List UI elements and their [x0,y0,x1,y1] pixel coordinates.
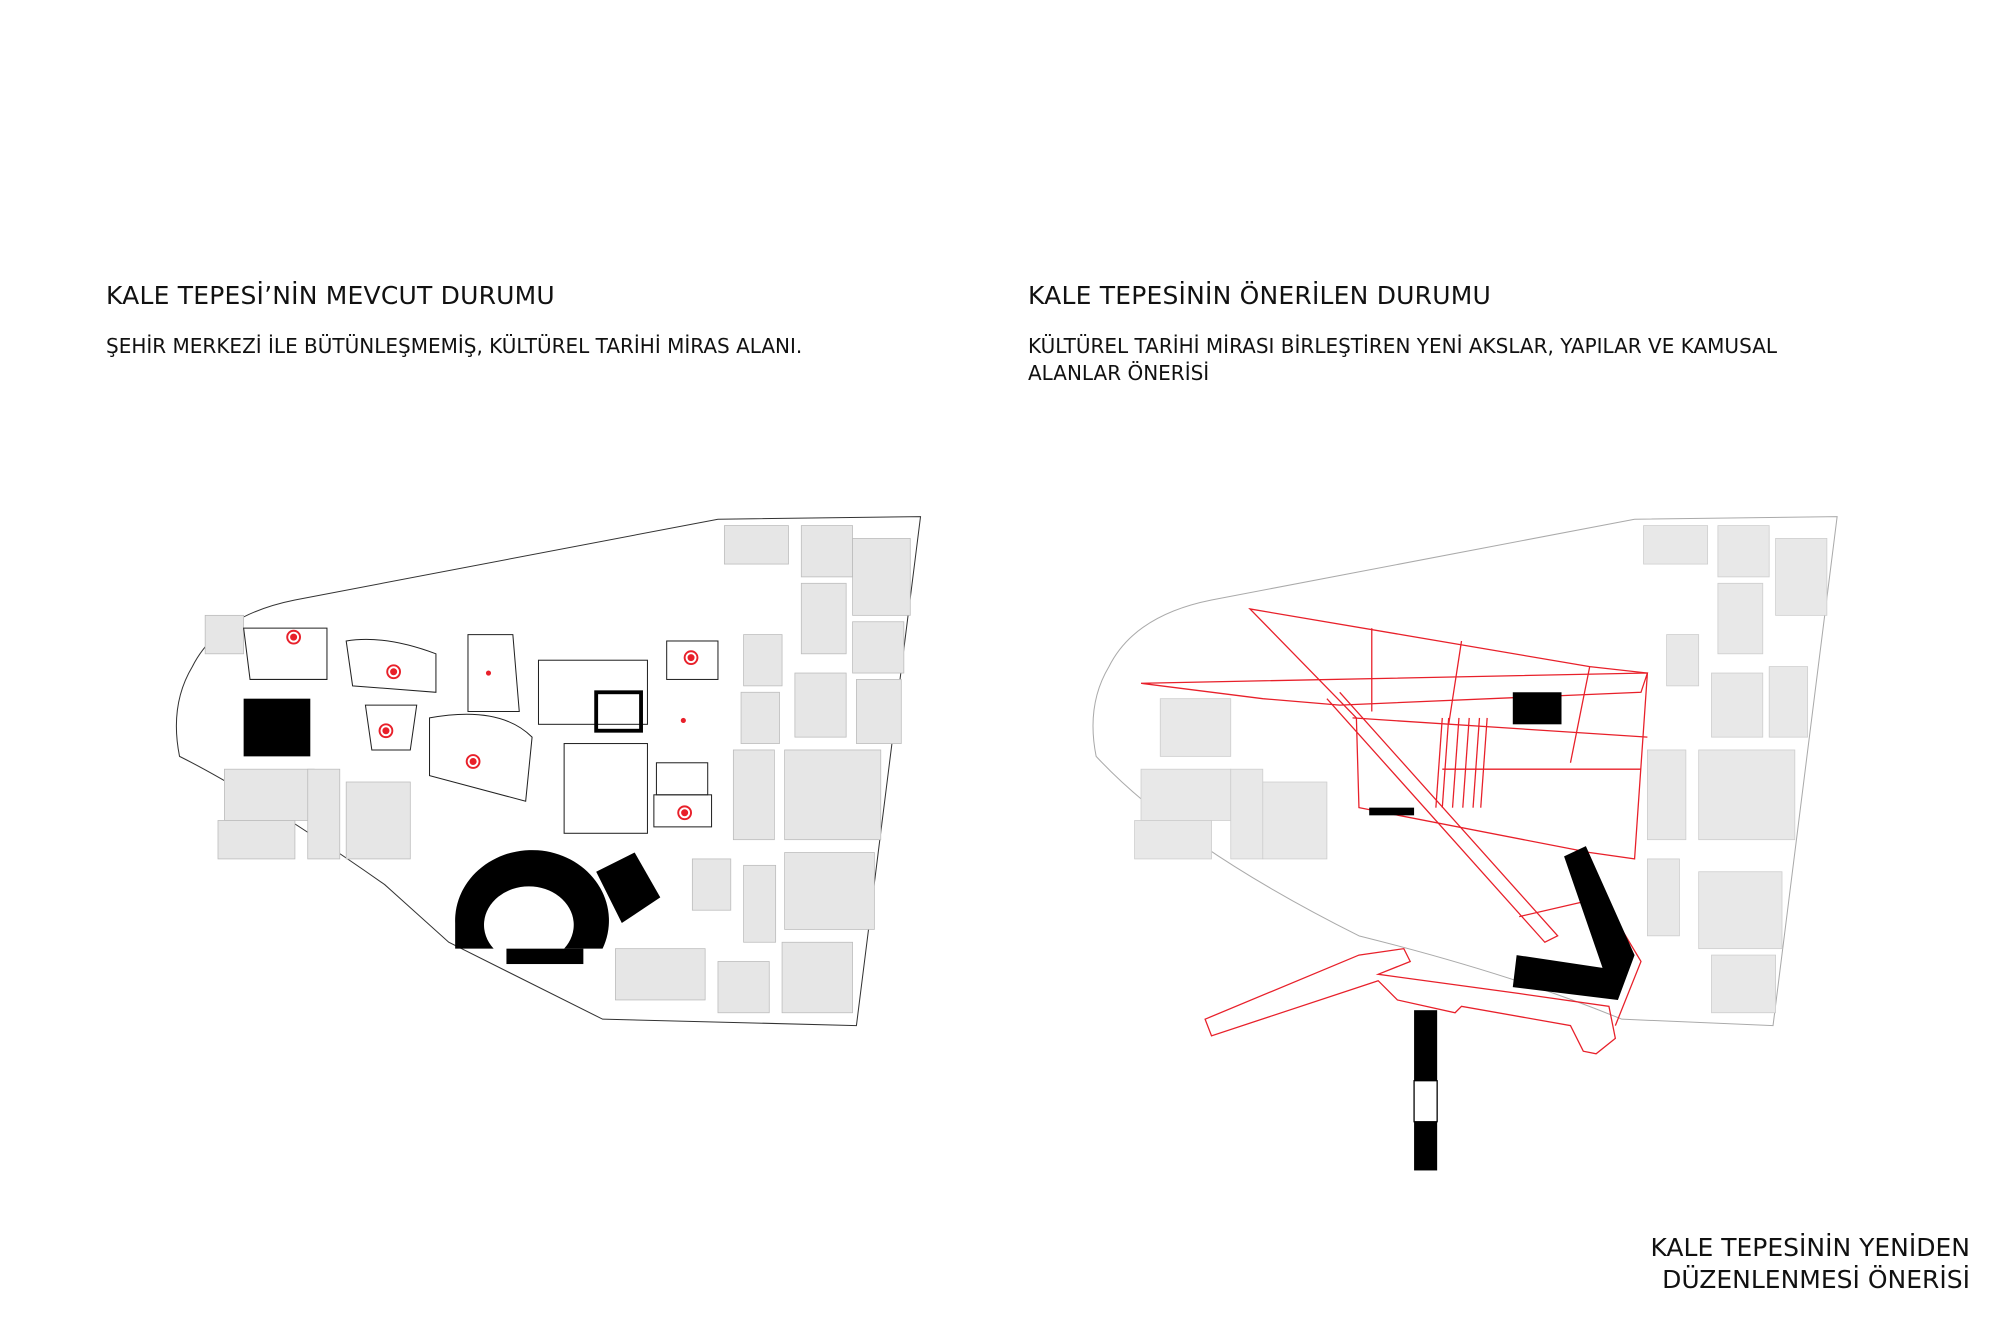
caption-line1: KALE TEPESİNİN YENİDEN [1650,1233,1970,1262]
building-blocks [204,525,911,1014]
right-map-subtitle-line2: ALANLAR ÖNERİSİ [1028,361,1210,385]
drawing-caption: KALE TEPESİNİN YENİDEN DÜZENLENMESİ ÖNER… [1650,1232,1970,1296]
site-boundary [1092,516,1838,1027]
proposed-site-plan [1092,516,1838,1171]
black-buildings [243,690,661,965]
left-map-subtitle: ŞEHİR MERKEZİ İLE BÜTÜNLEŞMEMİŞ, KÜLTÜRE… [106,334,803,358]
right-map-subtitle: KÜLTÜREL TARİHİ MİRASI BİRLEŞTİREN YENİ … [1028,333,1777,387]
heritage-point-markers [286,629,699,821]
right-map-subtitle-line1: KÜLTÜREL TARİHİ MİRASI BİRLEŞTİREN YENİ … [1028,334,1777,358]
proposed-black-buildings [1369,692,1635,1171]
existing-site-plan [175,516,922,1027]
building-blocks [1134,525,1828,1014]
left-map-title: KALE TEPESİ’NİN MEVCUT DURUMU [106,281,555,310]
open-spaces [243,627,719,834]
caption-line2: DÜZENLENMESİ ÖNERİSİ [1662,1265,1970,1294]
right-map-title: KALE TEPESİNİN ÖNERİLEN DURUMU [1028,281,1492,310]
